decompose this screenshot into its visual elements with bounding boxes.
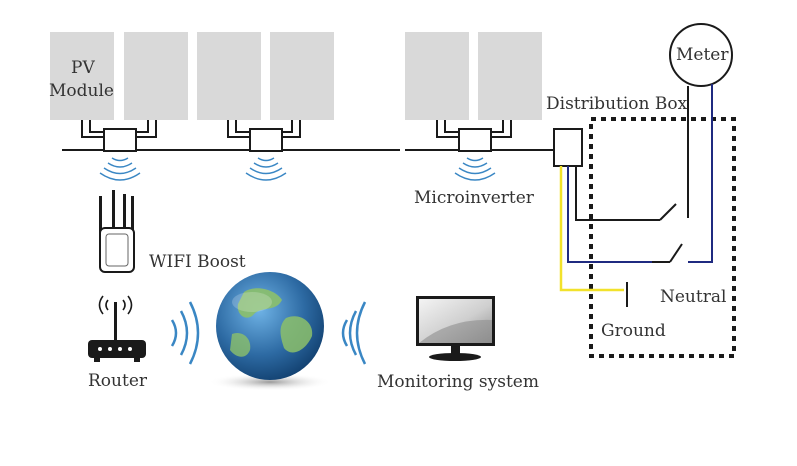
wifi-boost-label: WIFI Boost — [149, 252, 246, 272]
wifi-signal-icon — [245, 157, 287, 181]
pv-panel — [270, 32, 334, 120]
globe-icon — [208, 272, 332, 391]
microinverter-unit — [227, 120, 301, 152]
pv-module-label-line2: Module — [49, 81, 114, 101]
wifi-signal-icon — [99, 157, 141, 181]
signal-waves-icon — [341, 301, 367, 365]
pv-module-label-line1: PV — [71, 58, 95, 78]
meter-label: Meter — [676, 45, 729, 65]
pv-panel — [478, 32, 542, 120]
microinverter-unit — [81, 120, 157, 152]
pv-panel — [197, 32, 261, 120]
neutral-wire — [567, 84, 713, 263]
neutral-label: Neutral — [660, 287, 727, 307]
microinverter-label: Microinverter — [414, 188, 534, 208]
router-icon — [88, 295, 146, 362]
distribution-box-label: Distribution Box — [546, 94, 688, 114]
router-label: Router — [88, 371, 148, 391]
monitoring-system-label: Monitoring system — [377, 372, 539, 392]
signal-waves-icon — [170, 301, 200, 365]
pv-panels — [50, 32, 542, 120]
pv-panel — [50, 32, 114, 120]
distribution-enclosure — [589, 117, 736, 358]
wifi-signal-icon — [454, 157, 496, 181]
ground-label: Ground — [601, 321, 666, 341]
wifi-boost-icon — [99, 190, 135, 273]
meter-icon — [669, 23, 733, 87]
microinverter-unit — [436, 120, 512, 152]
pv-panel — [405, 32, 469, 120]
live-wire — [575, 86, 689, 221]
pv-panel — [124, 32, 188, 120]
distribution-box — [553, 128, 583, 167]
ground-wire — [559, 166, 624, 292]
neutral-switch — [652, 243, 683, 263]
monitor-icon — [416, 296, 495, 361]
